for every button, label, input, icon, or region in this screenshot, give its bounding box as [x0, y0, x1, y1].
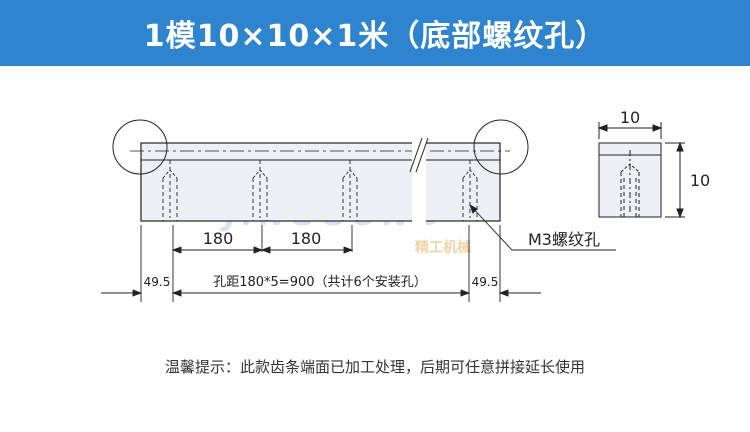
- dim-left-end: 49.5: [144, 275, 171, 289]
- hole-4: [462, 160, 478, 221]
- end-view-height: 10: [690, 171, 710, 190]
- detail-circle-right: [473, 119, 529, 175]
- technical-drawing: JINGGONG 精工机械: [101, 108, 710, 302]
- tip-note: 温馨提示：此款齿条端面已加工处理，后期可任意拼接延长使用: [164, 358, 585, 376]
- dimensions: [101, 203, 616, 302]
- threaded-holes: [162, 160, 478, 221]
- watermark-subtext: 精工机械: [415, 239, 471, 256]
- page-title: 1模10×10×1米（底部螺纹孔）: [143, 19, 607, 54]
- hole-spacing-note: 孔距180*5=900（共计6个安装孔）: [213, 275, 427, 290]
- dim-right-end: 49.5: [472, 275, 499, 289]
- dim-spacing-2: 180: [291, 229, 322, 248]
- thread-callout: M3螺纹孔: [528, 230, 600, 249]
- hole-1: [162, 160, 178, 221]
- hole-2: [252, 160, 268, 221]
- dim-spacing-1: 180: [203, 229, 234, 248]
- end-view-width: 10: [620, 108, 640, 127]
- rack-end-view: [597, 122, 685, 219]
- hole-3: [342, 160, 358, 221]
- title-bar: 1模10×10×1米（底部螺纹孔）: [0, 0, 750, 66]
- detail-circle-left: [112, 119, 168, 175]
- rack-front-view: [112, 119, 529, 226]
